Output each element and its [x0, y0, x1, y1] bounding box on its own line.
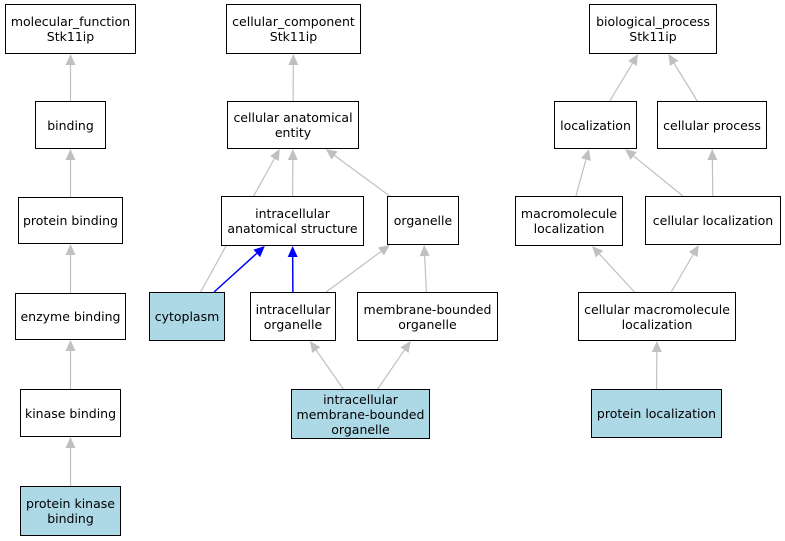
edge-line-20	[599, 253, 635, 293]
node-protein-localization[interactable]: protein localization	[591, 389, 722, 438]
edge-arrowhead-16	[668, 54, 679, 66]
edge-arrowhead-13	[309, 341, 321, 353]
node-binding[interactable]: binding	[35, 101, 106, 149]
edge-arrowhead-11	[378, 245, 390, 256]
edge-arrowhead-17	[581, 149, 591, 161]
edge-line-12	[424, 255, 427, 293]
edge-arrowhead-22	[651, 341, 662, 353]
edge-arrowhead-7	[325, 149, 338, 160]
edge-arrowhead-6	[287, 149, 298, 161]
node-biological-process-root[interactable]: biological_process Stk11ip	[589, 4, 717, 54]
node-intracellular-organelle[interactable]: intracellular organelle	[250, 292, 336, 341]
node-cellular-anatomical-entity[interactable]: cellular anatomical entity	[227, 101, 359, 149]
edge-line-9	[213, 252, 258, 293]
edge-line-18	[633, 155, 684, 197]
edge-line-15	[609, 63, 633, 102]
edge-line-14	[377, 349, 405, 390]
node-intracellular-membrane-bounded-organelle[interactable]: intracellular membrane-bounded organelle	[291, 389, 430, 439]
edge-line-11	[325, 251, 382, 293]
node-kinase-binding[interactable]: kinase binding	[20, 389, 121, 437]
edge-line-21	[670, 254, 694, 293]
edge-arrowhead-14	[400, 341, 411, 353]
edge-arrowhead-4	[65, 437, 76, 448]
edge-line-7	[334, 155, 391, 197]
edge-line-17	[575, 159, 587, 197]
node-cellular-process[interactable]: cellular process	[657, 101, 767, 149]
edge-arrowhead-21	[688, 245, 699, 258]
edge-arrowhead-20	[592, 246, 604, 258]
edge-arrowhead-10	[287, 246, 298, 258]
node-localization[interactable]: localization	[554, 101, 637, 149]
edge-arrowhead-18	[625, 149, 637, 160]
edge-arrowhead-8	[270, 149, 280, 162]
edge-arrowhead-2	[65, 244, 76, 255]
edge-arrowhead-9	[253, 246, 265, 258]
node-cellular-component-root[interactable]: cellular_component Stk11ip	[226, 4, 361, 54]
edge-arrowhead-3	[65, 340, 76, 351]
node-cytoplasm[interactable]: cytoplasm	[149, 292, 225, 341]
edge-arrowhead-0	[65, 54, 76, 65]
edge-line-16	[673, 63, 698, 102]
node-enzyme-binding[interactable]: enzyme binding	[15, 293, 126, 340]
node-organelle[interactable]: organelle	[387, 196, 459, 245]
node-intracellular-anatomical-structure[interactable]: intracellular anatomical structure	[221, 196, 364, 246]
edge-arrowhead-1	[65, 149, 76, 160]
edge-arrowhead-5	[288, 54, 299, 66]
edge-arrowhead-15	[628, 54, 639, 67]
edge-arrowhead-19	[707, 149, 718, 161]
edge-line-13	[315, 349, 344, 390]
node-protein-kinase-binding[interactable]: protein kinase binding	[20, 486, 121, 536]
node-macromolecule-localization[interactable]: macromolecule localization	[515, 196, 623, 246]
node-cellular-localization[interactable]: cellular localization	[645, 196, 781, 245]
node-molecular-function-root[interactable]: molecular_function Stk11ip	[5, 4, 136, 54]
node-protein-binding[interactable]: protein binding	[18, 197, 123, 244]
edge-arrowhead-12	[419, 245, 430, 257]
node-membrane-bounded-organelle[interactable]: membrane-bounded organelle	[357, 292, 498, 341]
node-cellular-macromolecule-localization[interactable]: cellular macromolecule localization	[578, 292, 736, 341]
